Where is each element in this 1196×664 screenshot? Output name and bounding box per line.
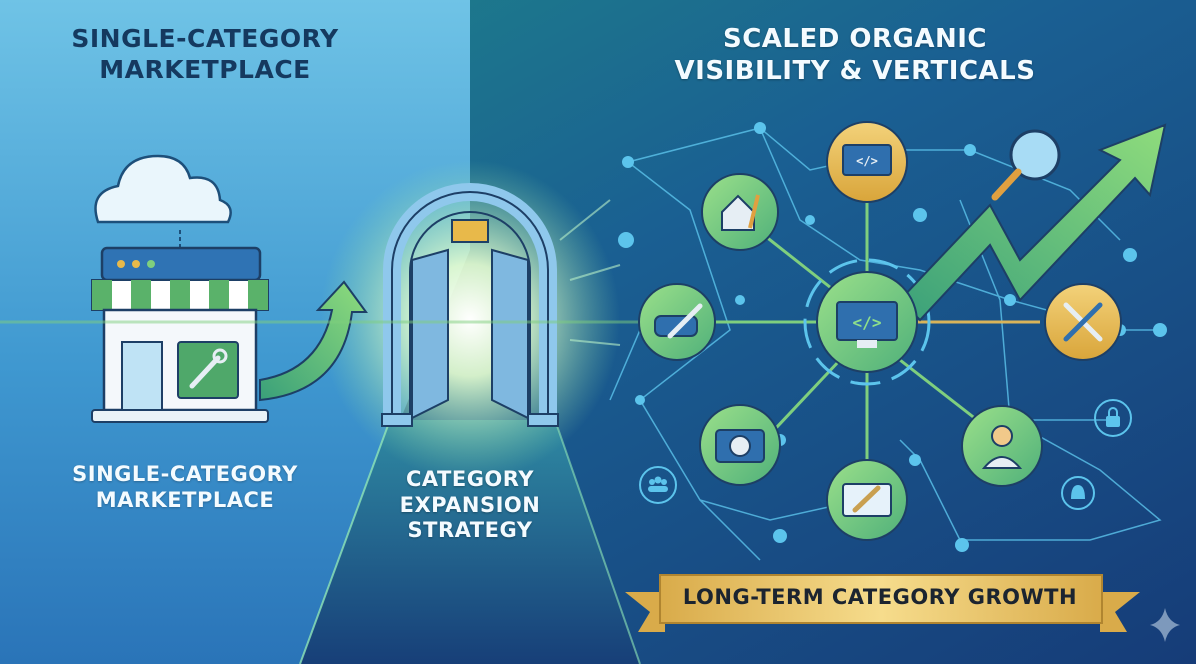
growth-banner (625, 574, 1140, 632)
left-caption-line-2: MARKETPLACE (95, 487, 275, 512)
left-caption: SINGLE-CATEGORY MARKETPLACE (30, 462, 340, 513)
tools-node (1044, 283, 1122, 361)
left-title-line-2: MARKETPLACE (99, 54, 311, 84)
team-icon (639, 466, 677, 504)
right-title-line-2: VISIBILITY & VERTICALS (674, 55, 1036, 86)
lock-icon (1094, 399, 1132, 437)
expansion-path (300, 420, 640, 664)
growth-arrow-small-icon (259, 280, 368, 402)
storefront-icon (91, 246, 269, 423)
monitor-code-node: </> (826, 121, 908, 203)
customer-support-node (961, 405, 1043, 487)
left-title: SINGLE-CATEGORY MARKETPLACE (40, 24, 370, 85)
sparkle-icon (1150, 608, 1180, 642)
middle-caption-line-2: EXPANSION (399, 492, 541, 517)
door-glow (320, 160, 620, 480)
growth-arrow-icon (898, 123, 1167, 322)
hub-monitor-code-icon: </> (816, 271, 918, 373)
svg-text:</>: </> (853, 313, 882, 332)
cloud-icon (94, 154, 232, 250)
wrench-icon (189, 348, 228, 389)
banner-text: LONG-TERM CATEGORY GROWTH (682, 585, 1078, 609)
left-caption-line-1: SINGLE-CATEGORY (72, 462, 298, 486)
car-repair-node (638, 283, 716, 361)
right-title-line-1: SCALED ORGANIC (723, 24, 987, 54)
doorway-icon (381, 183, 559, 427)
svg-text:</>: </> (856, 154, 878, 168)
monitor-wrench-node (826, 459, 908, 541)
magnifying-glass-icon (991, 129, 1061, 201)
middle-caption-line-1: CATEGORY (405, 467, 535, 491)
left-title-line-1: SINGLE-CATEGORY (71, 24, 339, 53)
camera-node (699, 404, 781, 486)
bell-icon (1061, 476, 1095, 510)
middle-caption-line-3: STRATEGY (407, 518, 533, 543)
right-title: SCALED ORGANIC VISIBILITY & VERTICALS (640, 24, 1070, 87)
hub-ring (803, 258, 931, 386)
home-cleaning-node (701, 173, 779, 251)
middle-caption: CATEGORY EXPANSION STRATEGY (370, 467, 570, 544)
